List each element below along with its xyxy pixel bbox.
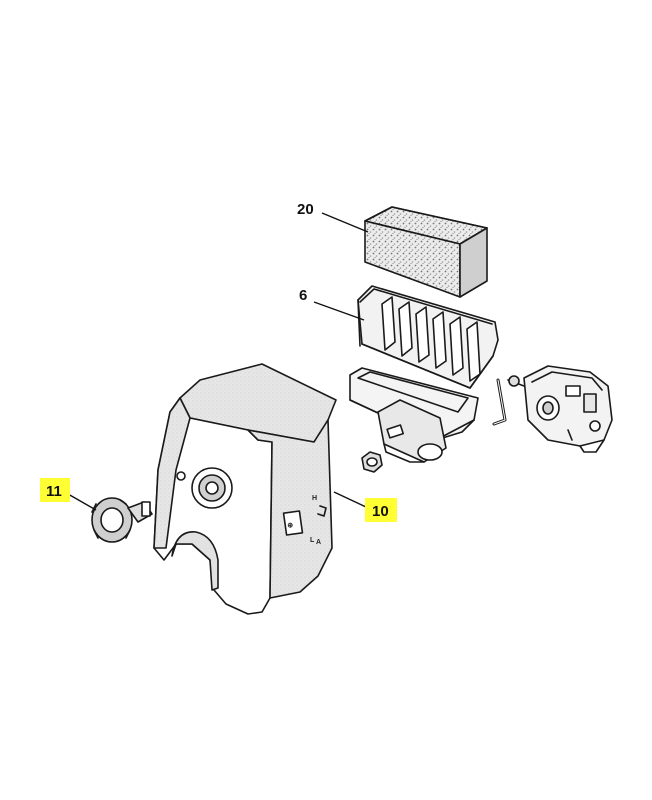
- leader-line-6: [313, 301, 365, 321]
- leader-line-11: [67, 493, 97, 511]
- leader-line-10: [333, 491, 367, 508]
- cover-knob-part[interactable]: [91, 497, 153, 543]
- svg-text:⊕: ⊕: [287, 522, 294, 530]
- callout-label-6[interactable]: 6: [299, 287, 307, 304]
- cover-mark-l: L: [310, 537, 315, 544]
- carburetor-part[interactable]: [507, 365, 613, 453]
- foam-prefilter-part[interactable]: [364, 206, 488, 298]
- callout-label-10[interactable]: 10: [372, 503, 389, 520]
- leader-line-20: [321, 212, 369, 233]
- callout-label-20[interactable]: 20: [297, 201, 314, 218]
- air-filter-element-part[interactable]: [357, 285, 499, 389]
- callout-11-highlight: [40, 478, 70, 502]
- air-filter-cover-part[interactable]: ⊕ H L A: [153, 363, 337, 615]
- allen-key-part[interactable]: [492, 378, 507, 426]
- filter-base-part[interactable]: [349, 367, 479, 463]
- callout-label-11[interactable]: 11: [46, 483, 62, 500]
- callout-10-highlight: [365, 498, 397, 522]
- cover-mark-a: A: [316, 539, 321, 546]
- nut-part[interactable]: [361, 451, 383, 473]
- cover-mark-h: H: [312, 495, 317, 502]
